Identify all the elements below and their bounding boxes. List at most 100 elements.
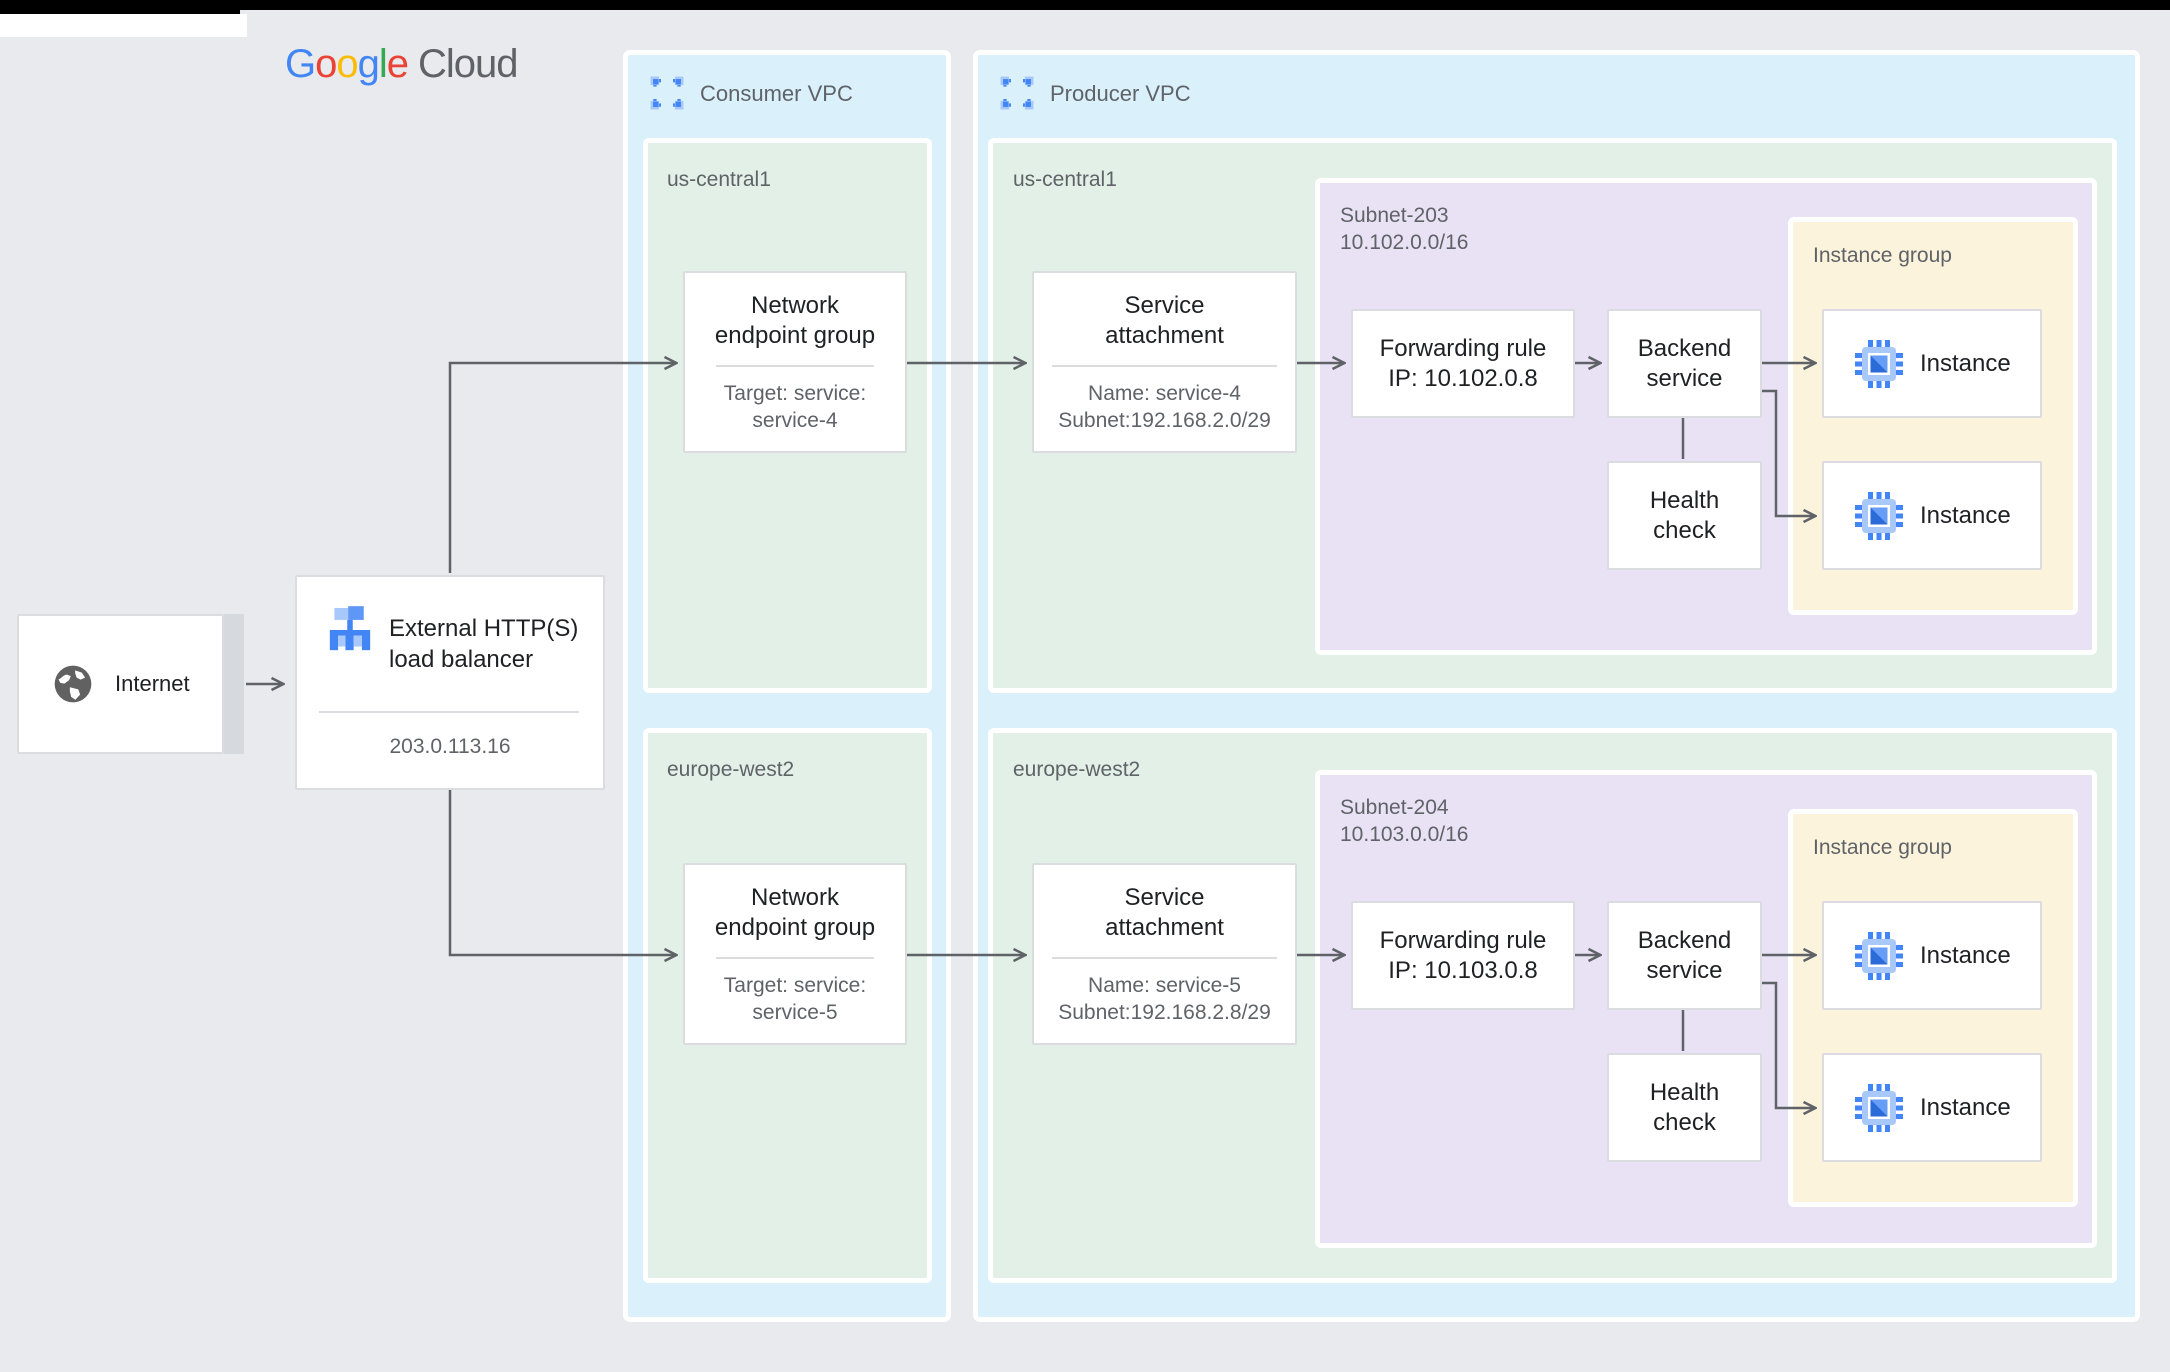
vpc-network-icon — [998, 74, 1036, 112]
bs-line2: service — [1646, 364, 1723, 392]
neg-title-line1: Network — [750, 292, 840, 319]
sa-title-line2: attachment — [1105, 914, 1224, 941]
internet-label: Internet — [115, 671, 190, 696]
sa-name: Name: service-5 — [1088, 974, 1241, 997]
consumer-vpc-label: Consumer VPC — [700, 81, 853, 106]
instance-group-label: Instance group — [1813, 244, 1952, 267]
load-balancer-ip: 203.0.113.16 — [389, 735, 511, 758]
globe-icon — [51, 662, 95, 706]
top-white-notch — [0, 14, 247, 37]
logo-letter: l — [378, 42, 388, 86]
top-black-bar-left — [0, 0, 240, 14]
subnet-name: Subnet-203 — [1340, 204, 1449, 227]
region-label: europe-west2 — [667, 758, 795, 781]
compute-instance-icon — [1854, 931, 1904, 981]
subnet-name: Subnet-204 — [1340, 796, 1449, 819]
region-label: us-central1 — [1013, 168, 1117, 191]
load-balancer-node: External HTTP(S) load balancer 203.0.113.… — [295, 575, 605, 790]
sa-subnet: Subnet:192.168.2.8/29 — [1058, 1001, 1271, 1024]
instance-label: Instance — [1920, 941, 2011, 969]
neg-target: Target: service: service-5 — [685, 972, 905, 1026]
compute-instance-icon — [1854, 1083, 1904, 1133]
sa-title: Service attachment — [1034, 883, 1295, 943]
neg-title: Network endpoint group — [685, 883, 905, 943]
divider — [1052, 957, 1277, 959]
neg-target-line2: service-4 — [752, 409, 838, 432]
instance-label: Instance — [1920, 349, 2011, 377]
instance-label: Instance — [1920, 1093, 2011, 1121]
sa-subnet: Subnet:192.168.2.0/29 — [1058, 409, 1271, 432]
logo-letter: g — [357, 42, 380, 86]
subnet-label: Subnet-204 10.103.0.0/16 — [1340, 794, 1468, 848]
logo-letter: o — [315, 42, 337, 86]
producer-vpc-label: Producer VPC — [1050, 81, 1191, 106]
lb-title-line1: External HTTP(S) — [389, 615, 579, 642]
logo-letter: o — [336, 42, 358, 86]
bs-line2: service — [1646, 956, 1723, 984]
logo-letter: G — [285, 42, 316, 86]
neg-target-line1: Target: service: — [723, 382, 867, 405]
region-label: us-central1 — [667, 168, 771, 191]
neg-target: Target: service: service-4 — [685, 380, 905, 434]
compute-instance-icon — [1854, 491, 1904, 541]
neg-title-line1: Network — [750, 884, 840, 911]
network-endpoint-group-node: Network endpoint group Target: service: se… — [683, 863, 907, 1045]
sa-title: Service attachment — [1034, 291, 1295, 351]
sa-title-line1: Service — [1124, 292, 1205, 319]
neg-target-line1: Target: service: — [723, 974, 867, 997]
fr-line2: IP: 10.103.0.8 — [1388, 956, 1538, 984]
subnet-label: Subnet-203 10.102.0.0/16 — [1340, 202, 1468, 256]
bs-line1: Backend — [1637, 334, 1732, 362]
sa-title-line1: Service — [1124, 884, 1205, 911]
instance-node: Instance — [1822, 1053, 2042, 1162]
subnet-cidr: 10.102.0.0/16 — [1340, 231, 1469, 254]
instance-node: Instance — [1822, 901, 2042, 1010]
load-balancer-title: External HTTP(S) load balancer — [389, 613, 578, 675]
fr-line1: Forwarding rule — [1379, 334, 1547, 362]
instance-node: Instance — [1822, 309, 2042, 418]
compute-instance-icon — [1854, 339, 1904, 389]
subnet-cidr: 10.103.0.0/16 — [1340, 823, 1469, 846]
lb-title-line2: load balancer — [389, 646, 534, 673]
neg-title-line2: endpoint group — [714, 914, 876, 941]
internet-node: Internet — [17, 614, 224, 754]
hc-line1: Health — [1649, 1078, 1720, 1106]
vpc-network-icon — [648, 74, 686, 112]
fr-line2: IP: 10.102.0.8 — [1388, 364, 1538, 392]
hc-line2: check — [1653, 516, 1716, 544]
top-black-bar — [0, 0, 2170, 10]
internet-box-shadow — [224, 614, 244, 754]
instance-label: Instance — [1920, 501, 2011, 529]
neg-target-line2: service-5 — [752, 1001, 838, 1024]
instance-node: Instance — [1822, 461, 2042, 570]
fr-line1: Forwarding rule — [1379, 926, 1547, 954]
sa-name: Name: service-4 — [1088, 382, 1241, 405]
sa-title-line2: attachment — [1105, 322, 1224, 349]
divider — [1052, 365, 1277, 367]
instance-group-label: Instance group — [1813, 836, 1952, 859]
logo-cloud-text: Cloud — [418, 42, 519, 86]
hc-line2: check — [1653, 1108, 1716, 1136]
divider — [715, 365, 875, 367]
divider — [715, 957, 875, 959]
